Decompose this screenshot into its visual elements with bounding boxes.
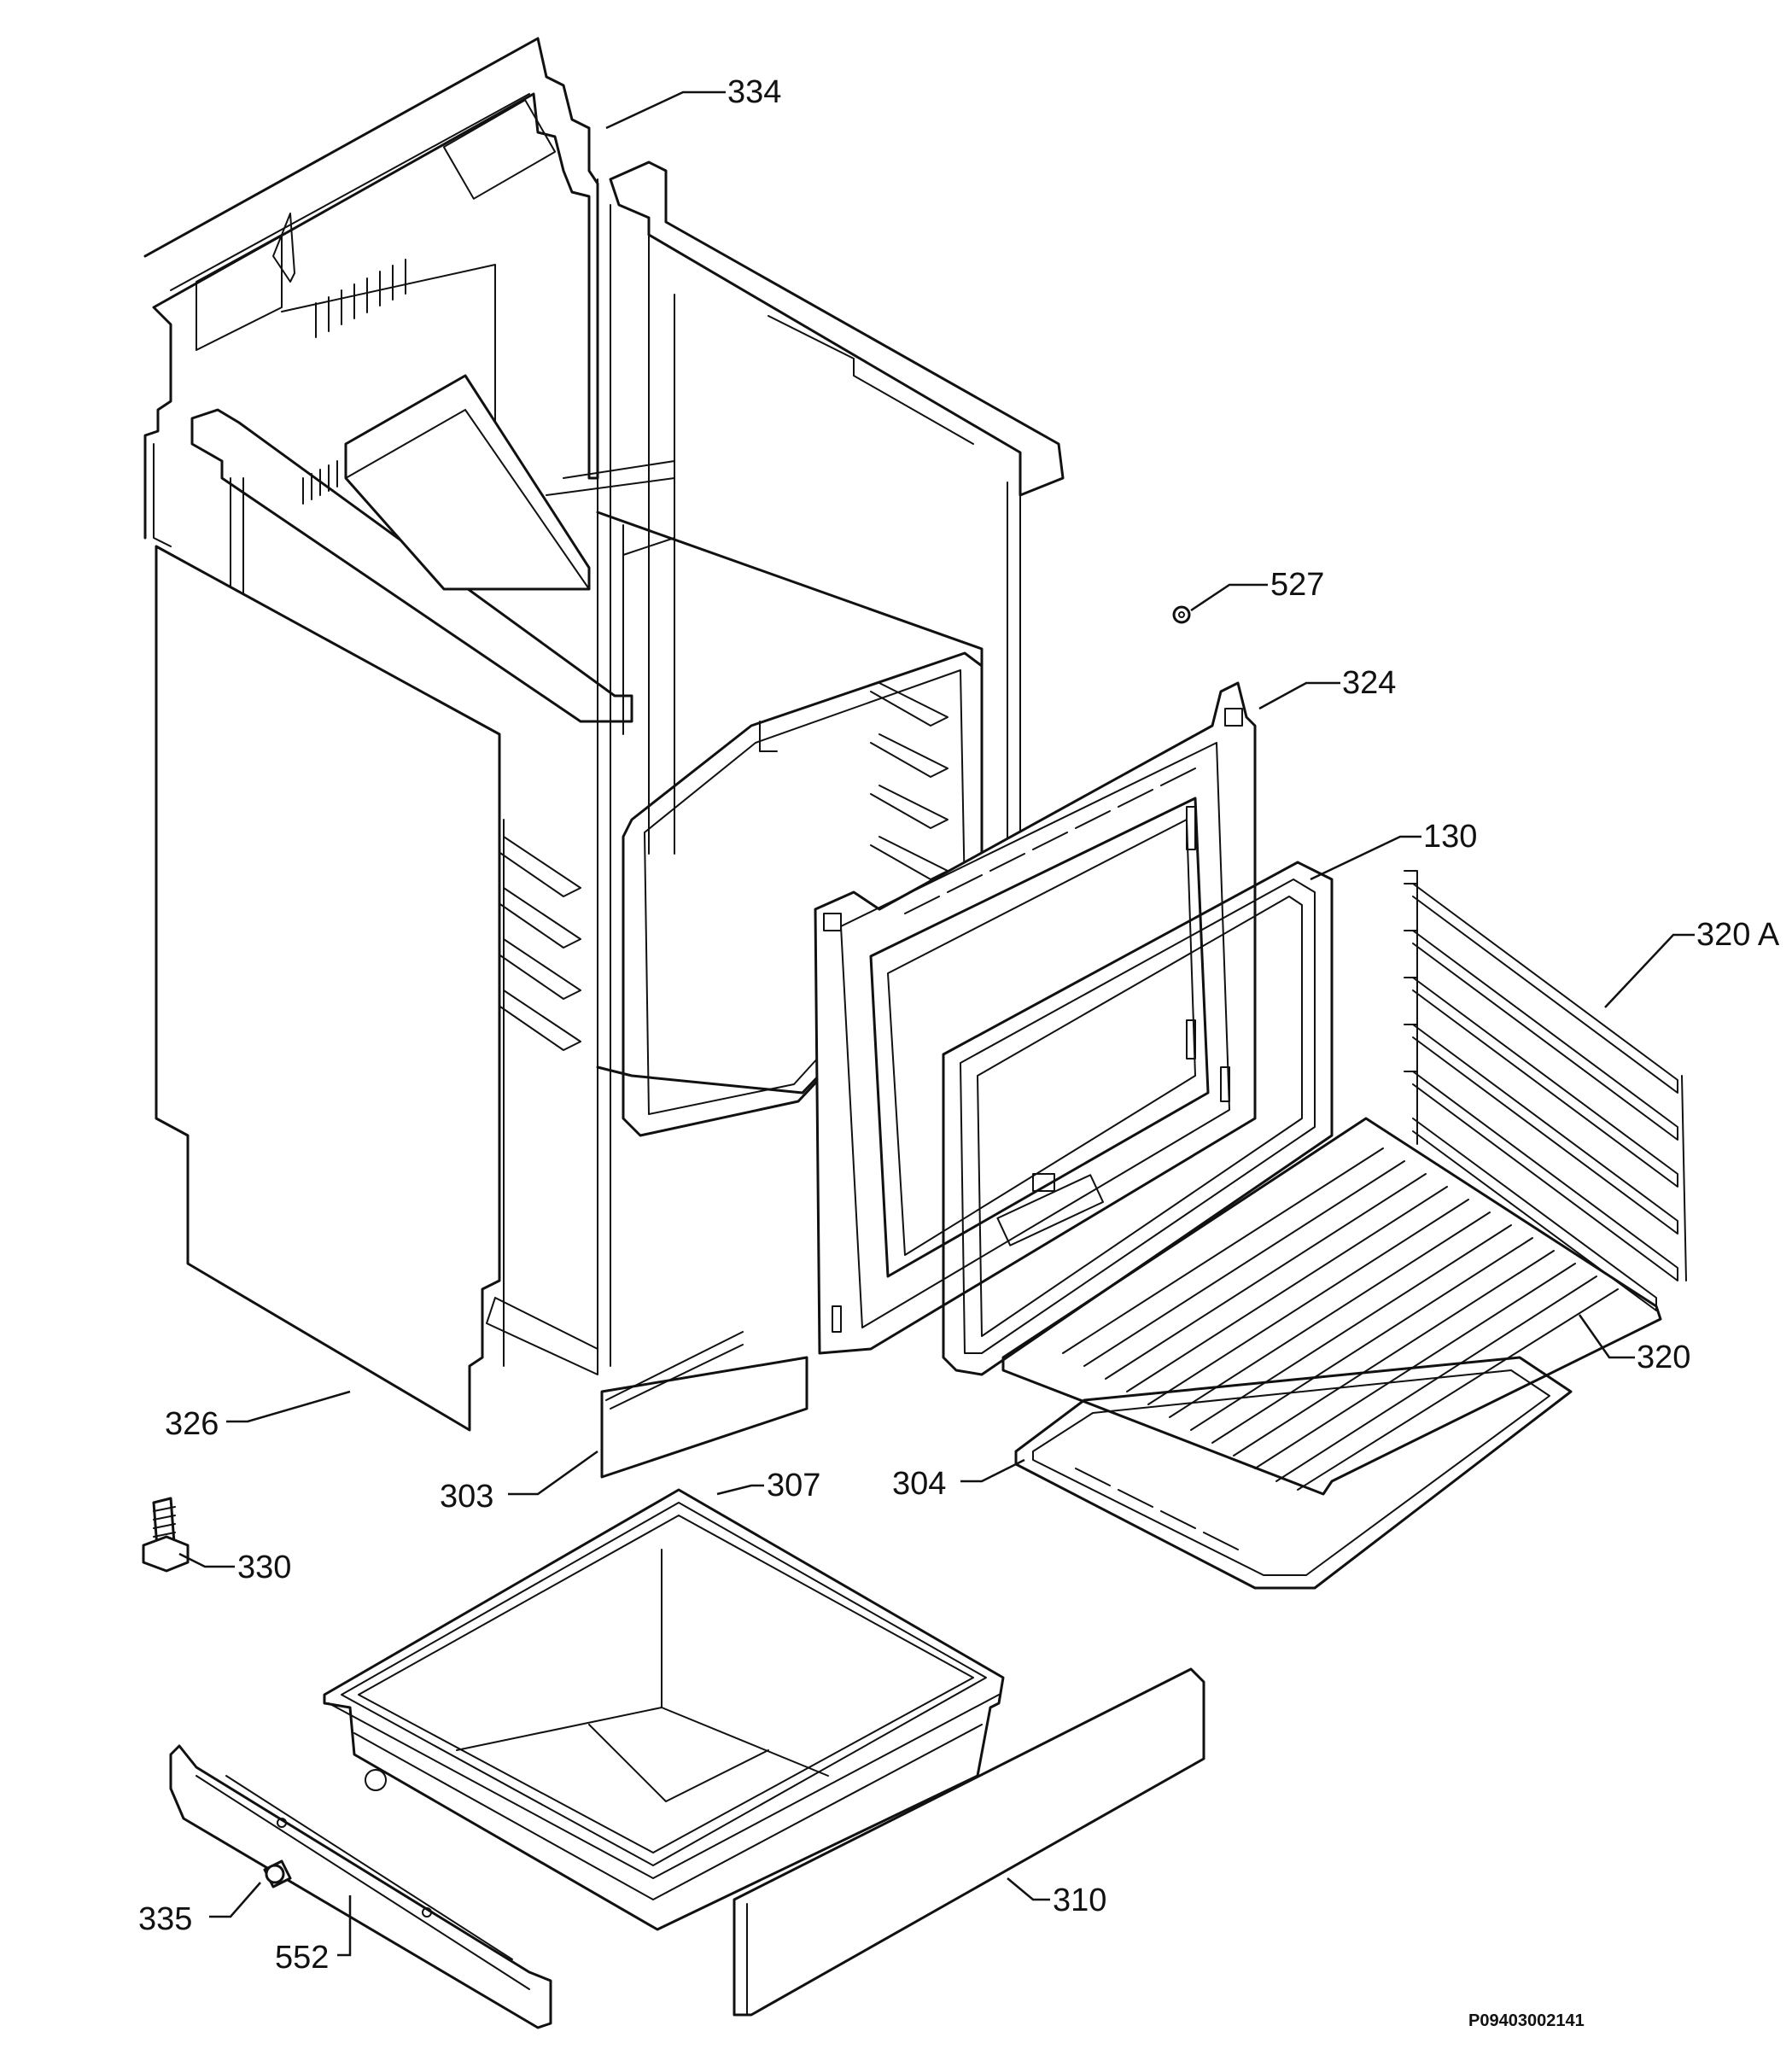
label-335: 335: [138, 1901, 192, 1937]
bolt: [142, 1497, 190, 1573]
heat-shield: [302, 374, 591, 591]
label-326: 326: [165, 1406, 219, 1442]
leader-lines: [178, 90, 1695, 1957]
label-130: 130: [1423, 819, 1477, 855]
label-304: 304: [892, 1466, 946, 1502]
label-320a: 320 A: [1696, 917, 1780, 953]
label-552: 552: [275, 1940, 329, 1976]
drawer-front-panel: [733, 1667, 1205, 2017]
label-334: 334: [727, 74, 781, 110]
screw: [263, 1859, 292, 1888]
back-panel: [143, 37, 599, 547]
shelf-runners: [1404, 870, 1687, 1311]
label-324: 324: [1342, 665, 1396, 701]
part-labels: 334 527 324 130 320 A 320 326 303 307 30…: [138, 74, 1780, 2030]
label-330: 330: [237, 1550, 291, 1585]
drawing-code: P09403002141: [1468, 2011, 1585, 2030]
label-527: 527: [1270, 567, 1324, 603]
front-frame: [814, 681, 1257, 1355]
cabinet-frame: [597, 161, 1065, 1367]
vent-slots: [315, 259, 406, 338]
label-310: 310: [1053, 1883, 1106, 1918]
shelf-wires: [1062, 1147, 1619, 1491]
side-panel: [155, 545, 501, 1432]
nut: [1172, 605, 1191, 624]
frame-slots: [904, 768, 1196, 914]
baking-tray: [1014, 1356, 1573, 1590]
label-320: 320: [1637, 1340, 1690, 1375]
label-303: 303: [440, 1479, 493, 1515]
label-307: 307: [767, 1468, 820, 1503]
bottom-strip: [600, 1331, 808, 1479]
wire-shelf: [1001, 1117, 1662, 1496]
drawer-rail: [169, 1744, 552, 2029]
